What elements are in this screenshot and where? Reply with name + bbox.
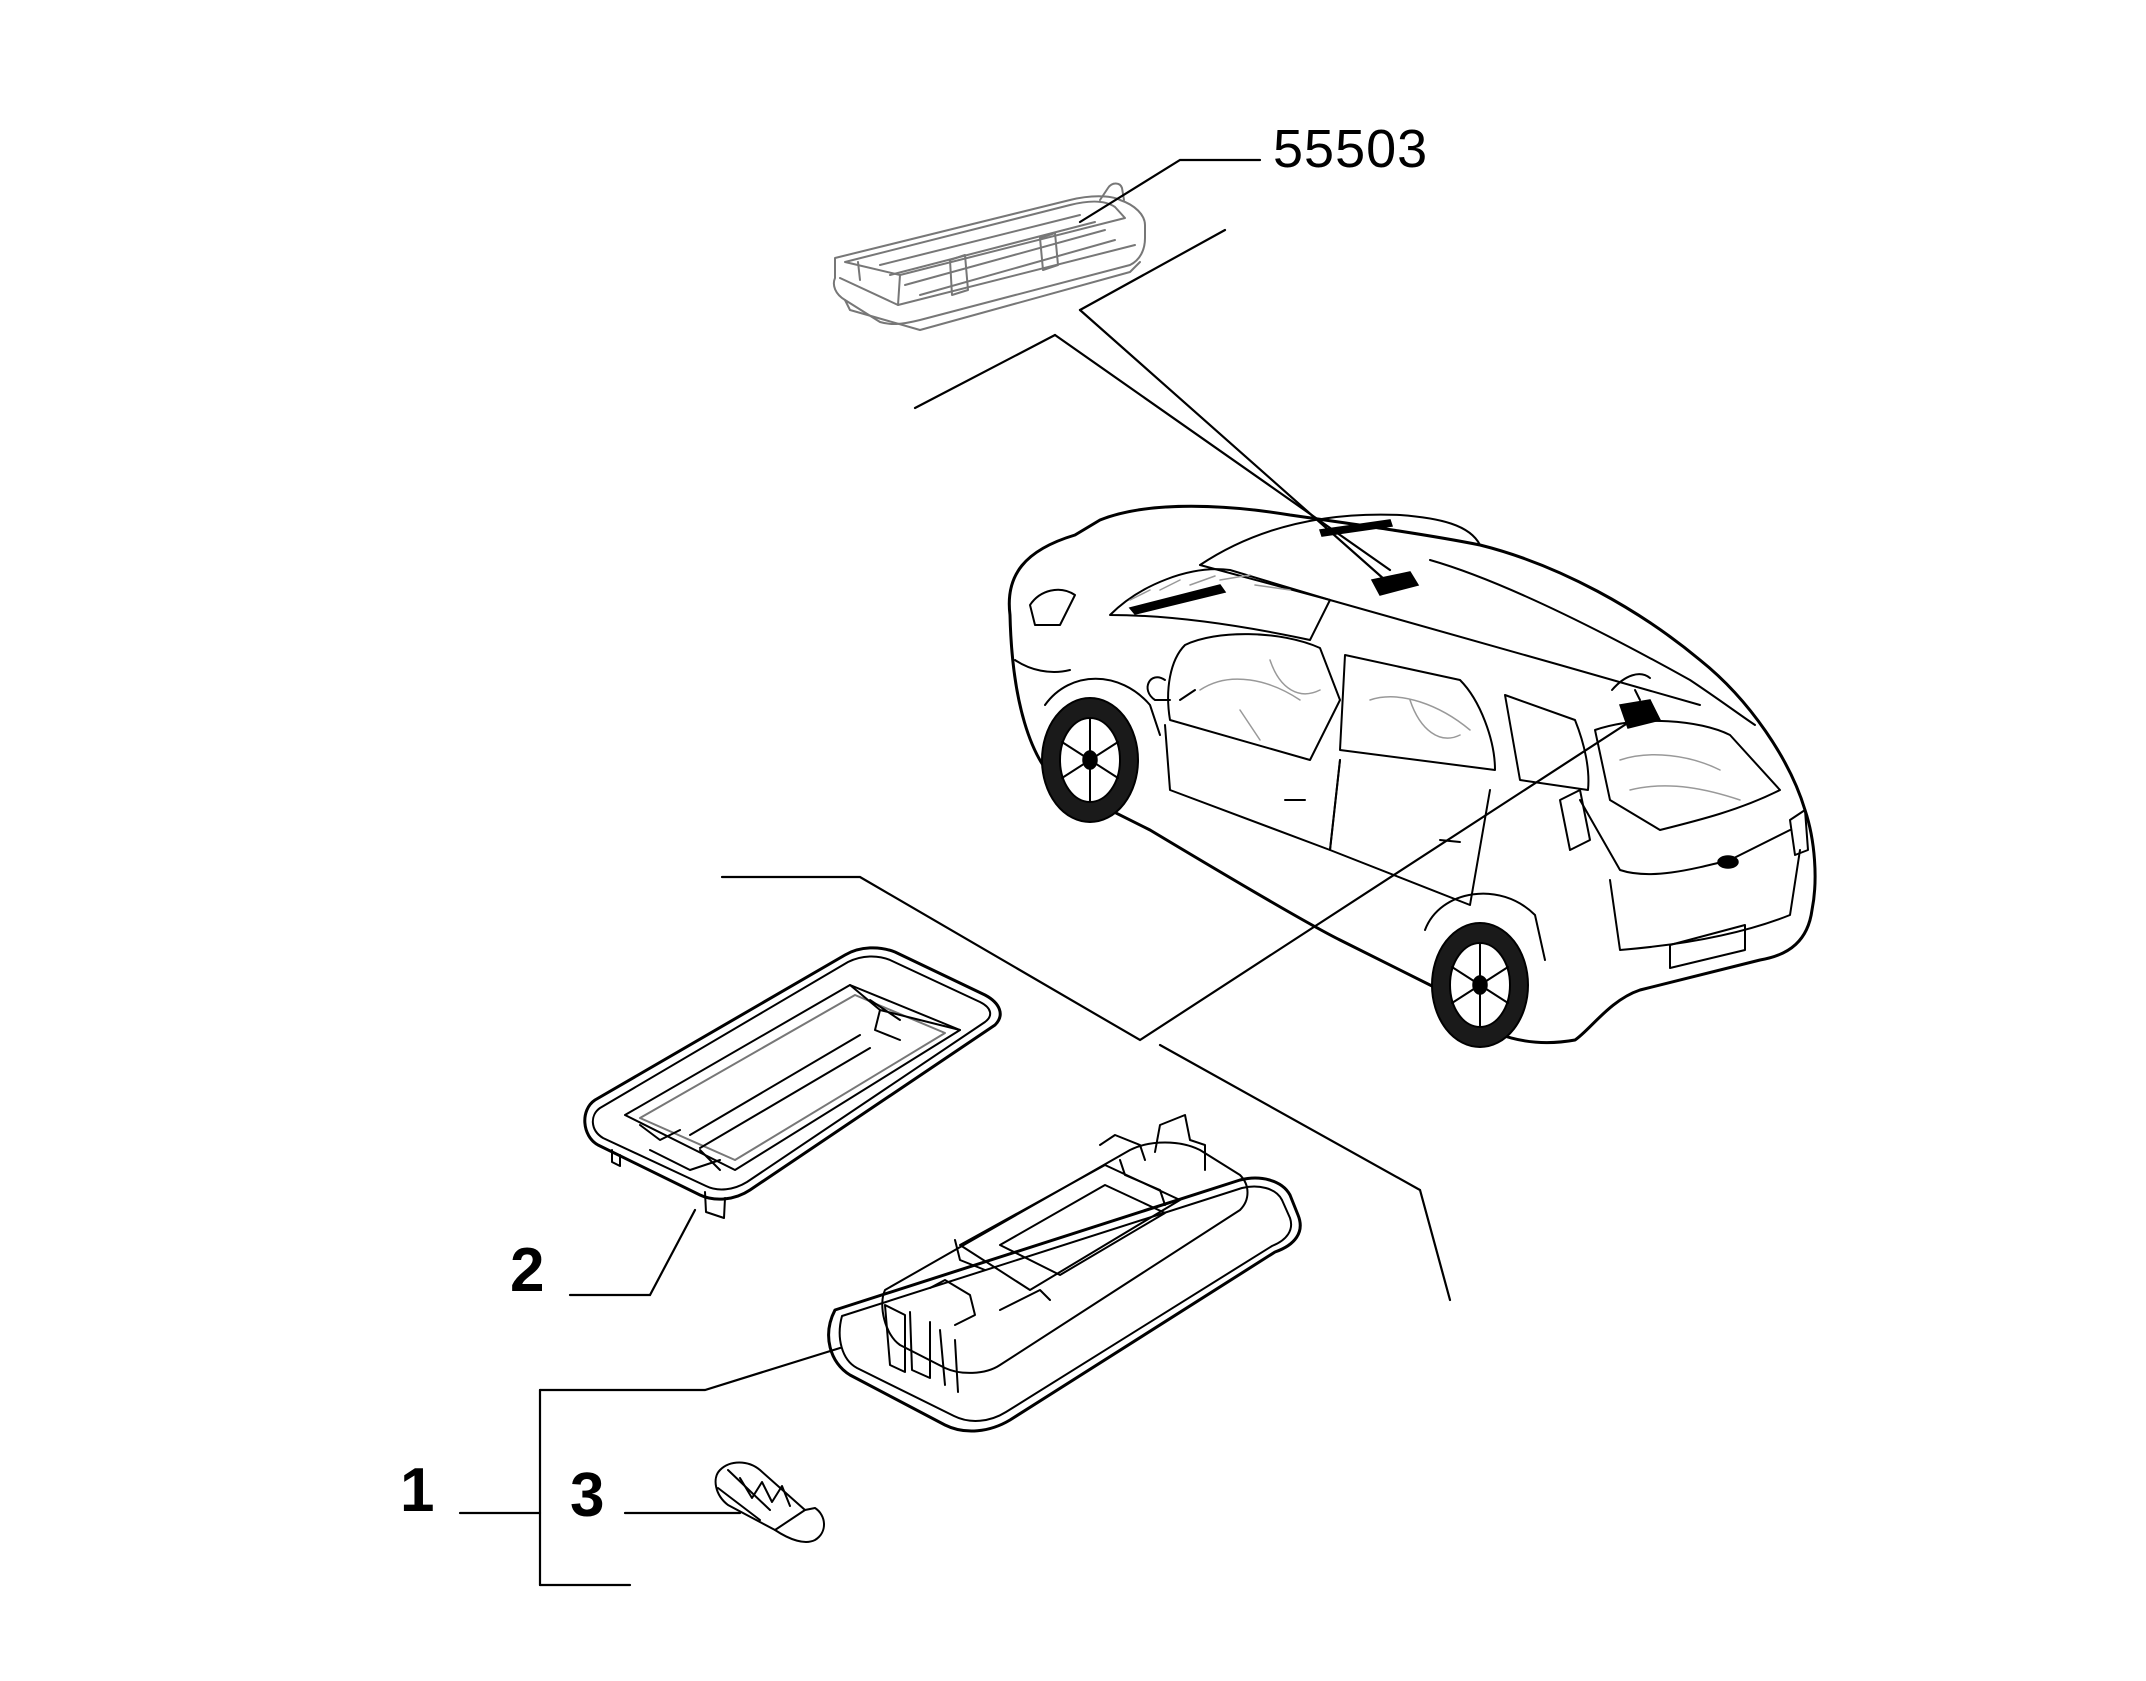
- lamp-assembly-drawing: [827, 1114, 1302, 1433]
- callout-2-label: 2: [510, 1236, 545, 1305]
- callout-3-label: 3: [570, 1461, 605, 1530]
- car-illustration: [1007, 504, 1817, 1048]
- part-number-label: 55503: [1273, 119, 1429, 179]
- callout-1-label: 1: [400, 1456, 435, 1525]
- leader-lines: [458, 158, 1642, 1587]
- lamp-housing-drawing: [583, 946, 1002, 1219]
- dome-lamp-55503-drawing: [832, 182, 1146, 331]
- festoon-bulb-drawing: [714, 1461, 825, 1543]
